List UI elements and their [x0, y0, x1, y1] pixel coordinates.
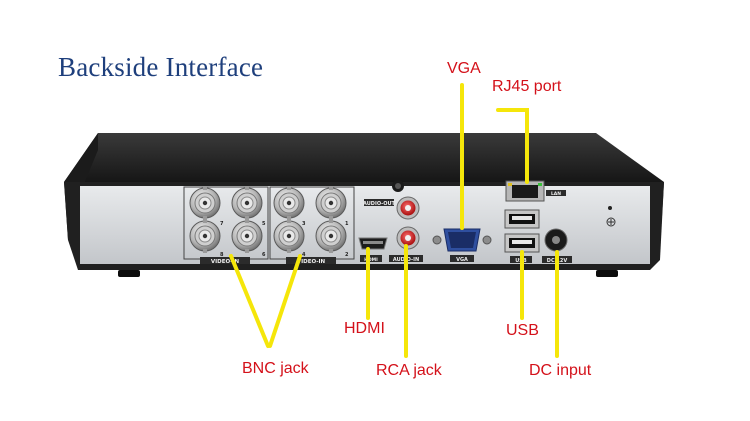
- bnc-number: 2: [345, 252, 349, 258]
- callout-usb: USB: [506, 322, 539, 339]
- rj45-port-icon: [505, 180, 545, 202]
- video-in-right-label-bg: [286, 257, 336, 264]
- page-title: Backside Interface: [58, 52, 264, 82]
- vga-port-icon: [432, 228, 492, 252]
- leader-lines: [229, 83, 559, 358]
- callout-hdmi: HDMI: [344, 320, 385, 337]
- rear-panel-plate: [80, 186, 650, 264]
- lan-panel-label: LAN: [551, 191, 561, 197]
- audio-out-label-bg: [364, 199, 394, 206]
- lan-label-bg: [546, 190, 566, 196]
- vga-panel-label: VGA: [456, 257, 468, 263]
- usb-port-top-icon: [504, 209, 540, 229]
- bnc-connector-icon: [189, 186, 221, 220]
- leader-bnc-right: [268, 254, 302, 348]
- ground-dot-icon: [608, 206, 612, 210]
- bnc-connector-icon: [189, 219, 221, 253]
- vga-label-bg: [450, 255, 474, 262]
- usb-port-bottom-icon: [504, 233, 540, 253]
- hdmi-panel-label: HDMI: [364, 257, 378, 263]
- video-in-left-label: VIDEO-IN: [211, 259, 240, 265]
- bnc-number: 1: [345, 221, 349, 227]
- chassis-foot-right: [596, 270, 618, 277]
- callout-rca: RCA jack: [376, 362, 442, 379]
- bnc-connector-icon: [273, 219, 305, 253]
- bnc-number: 8: [220, 252, 224, 258]
- bnc-connector-icon: [315, 219, 347, 253]
- callout-rj45: RJ45 port: [492, 78, 562, 95]
- hdmi-label-bg: [360, 255, 382, 262]
- callout-dc: DC input: [529, 362, 592, 379]
- bnc-number: 6: [262, 252, 266, 258]
- rca-audio-out-jack: [396, 196, 420, 220]
- leader-bnc-left: [229, 254, 270, 348]
- video-in-left-label-bg: [200, 257, 250, 264]
- chassis-top: [64, 133, 664, 182]
- chassis-foot-left: [118, 270, 140, 277]
- leader-rj45: [496, 108, 529, 184]
- bnc-connector-icon: [231, 219, 263, 253]
- audio-out-label: AUDIO-OUT: [363, 201, 396, 207]
- bnc-connector-icon: [315, 186, 347, 220]
- bnc-connector-icon: [273, 186, 305, 220]
- bnc-number: 4: [302, 252, 306, 258]
- callout-vga: VGA: [447, 60, 481, 77]
- callout-bnc: BNC jack: [242, 360, 309, 377]
- bnc-number: 7: [220, 221, 224, 227]
- bnc-connector-icon: [231, 186, 263, 220]
- ground-terminal-icon: [606, 217, 616, 227]
- video-in-right-label: VIDEO-IN: [297, 259, 326, 265]
- bnc-number: 3: [302, 221, 306, 227]
- dc-jack-icon: [544, 228, 568, 252]
- hdmi-port-icon: [358, 237, 388, 250]
- rca-audio-in-jack: [396, 226, 420, 250]
- bnc-number: 5: [262, 221, 266, 227]
